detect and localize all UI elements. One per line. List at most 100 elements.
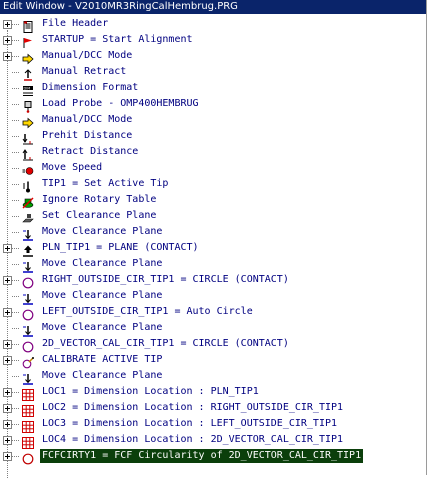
window-title: Edit Window - V2010MR3RingCalHembrug.PRG	[0, 0, 426, 14]
tree-item[interactable]: RIGHT_OUTSIDE_CIR_TIP1 = CIRCLE (CONTACT…	[0, 272, 426, 289]
plane-icon	[22, 242, 34, 257]
tree-item[interactable]: Retract Distance	[0, 144, 426, 161]
tree-item-label: CALIBRATE ACTIVE TIP	[42, 354, 163, 365]
mode-arrow-icon	[22, 114, 34, 129]
tree-item[interactable]: LOC4 = Dimension Location : 2D_VECTOR_CA…	[0, 432, 426, 449]
grid-dimension-icon	[22, 434, 34, 449]
tree-item-label: PLN_TIP1 = PLANE (CONTACT)	[42, 242, 199, 253]
tree-item[interactable]: Load Probe - OMP400HEMBRUG	[0, 96, 426, 113]
tree-branch-line	[12, 104, 19, 105]
tree-item-label: LOC1 = Dimension Location : PLN_TIP1	[42, 386, 259, 397]
tree-branch-line	[12, 328, 19, 329]
expand-plus-icon[interactable]	[3, 356, 12, 365]
document-icon	[22, 18, 34, 33]
circularity-icon	[22, 450, 34, 465]
tree-item[interactable]: Move Clearance Plane	[0, 224, 426, 241]
expand-plus-icon[interactable]	[3, 404, 12, 413]
expand-plus-icon[interactable]	[3, 308, 12, 317]
tree-branch-line	[12, 360, 19, 361]
clearance-plane-icon	[22, 210, 34, 223]
tree-branch-line	[12, 424, 19, 425]
tree-branch-line	[12, 216, 19, 217]
tree-item-label: Manual/DCC Mode	[42, 50, 133, 61]
tree-branch-line	[12, 152, 19, 153]
expand-plus-icon[interactable]	[3, 52, 12, 61]
tree-item-label: Set Clearance Plane	[42, 210, 157, 221]
tree-branch-line	[12, 120, 19, 121]
tree-item[interactable]: PLN_TIP1 = PLANE (CONTACT)	[0, 240, 426, 257]
tree-branch-line	[12, 376, 19, 377]
tree-branch-line	[12, 168, 19, 169]
expand-plus-icon[interactable]	[3, 436, 12, 445]
tree-branch-line	[12, 440, 19, 441]
tree-item-label: LOC3 = Dimension Location : LEFT_OUTSIDE…	[42, 418, 338, 429]
tree-item-label: Move Clearance Plane	[42, 370, 163, 381]
tree-item[interactable]: Move Clearance Plane	[0, 320, 426, 337]
tree-item-label: TIP1 = Set Active Tip	[42, 178, 169, 189]
tree-branch-line	[12, 72, 19, 73]
tree-item-label: Manual/DCC Mode	[42, 114, 133, 125]
calibrate-icon	[22, 354, 34, 369]
tree-branch-line	[12, 280, 19, 281]
grid-dimension-icon	[22, 386, 34, 401]
circle-icon	[22, 306, 34, 321]
tree-item[interactable]: TIP1 = Set Active Tip	[0, 176, 426, 193]
mode-arrow-icon	[22, 50, 34, 65]
tree-item[interactable]: Manual/DCC Mode	[0, 48, 426, 65]
expand-plus-icon[interactable]	[3, 340, 12, 349]
tree-branch-line	[12, 24, 19, 25]
tree-item[interactable]: File Header	[0, 16, 426, 33]
probe-icon	[22, 98, 34, 113]
expand-plus-icon[interactable]	[3, 388, 12, 397]
tree-item[interactable]: Move Speed	[0, 160, 426, 176]
tree-item-label: Retract Distance	[42, 146, 139, 157]
tree-item[interactable]: Ignore Rotary Table	[0, 192, 426, 209]
tree-item[interactable]: LOC2 = Dimension Location : RIGHT_OUTSID…	[0, 400, 426, 417]
tree-item[interactable]: Move Clearance Plane	[0, 256, 426, 273]
move-clearance-icon	[22, 290, 34, 305]
tree-item[interactable]: FCFCIRTY1 = FCF Circularity of 2D_VECTOR…	[0, 448, 426, 465]
tree-branch-line	[12, 56, 19, 57]
tree-branch-line	[12, 296, 19, 297]
circle-icon	[22, 338, 34, 353]
move-clearance-icon	[22, 226, 34, 241]
tree-item[interactable]: LEFT_OUTSIDE_CIR_TIP1 = Auto Circle	[0, 304, 426, 321]
tree-branch-line	[12, 136, 19, 137]
tree-item[interactable]: Set Clearance Plane	[0, 208, 426, 224]
tree-item[interactable]: LOC3 = Dimension Location : LEFT_OUTSIDE…	[0, 416, 426, 433]
move-speed-icon	[22, 162, 34, 175]
tree-item-label: 2D_VECTOR_CAL_CIR_TIP1 = CIRCLE (CONTACT…	[42, 338, 289, 349]
expand-plus-icon[interactable]	[3, 420, 12, 429]
move-clearance-icon	[22, 258, 34, 273]
expand-plus-icon[interactable]	[3, 276, 12, 285]
tree-item-label: Manual Retract	[42, 66, 127, 77]
expand-plus-icon[interactable]	[3, 20, 12, 29]
grid-dimension-icon	[22, 418, 34, 433]
expand-plus-icon[interactable]	[3, 244, 12, 253]
tree-item[interactable]: CALIBRATE ACTIVE TIP	[0, 352, 426, 369]
tree-item[interactable]: Move Clearance Plane	[0, 368, 426, 385]
tree-branch-line	[12, 232, 19, 233]
tree-branch-line	[12, 40, 19, 41]
tree-item[interactable]: LOC1 = Dimension Location : PLN_TIP1	[0, 384, 426, 401]
expand-plus-icon[interactable]	[3, 452, 12, 461]
expand-plus-icon[interactable]	[3, 36, 12, 45]
tree-item[interactable]: Manual/DCC Mode	[0, 112, 426, 129]
svg-text:DIM: DIM	[24, 86, 31, 90]
tree-branch-line	[12, 312, 19, 313]
tree-item[interactable]: Move Clearance Plane	[0, 288, 426, 305]
tree-item-label: Move Clearance Plane	[42, 258, 163, 269]
tree-item-label: STARTUP = Start Alignment	[42, 34, 193, 45]
circle-icon	[22, 274, 34, 289]
move-clearance-icon	[22, 322, 34, 337]
tree-item[interactable]: Manual Retract	[0, 64, 426, 81]
tree-item[interactable]: STARTUP = Start Alignment	[0, 32, 426, 48]
tree-item-label: Move Clearance Plane	[42, 226, 163, 237]
tree-item[interactable]: 2D_VECTOR_CAL_CIR_TIP1 = CIRCLE (CONTACT…	[0, 336, 426, 353]
startup-flag-icon	[22, 34, 34, 48]
tree-item[interactable]: Prehit Distance	[0, 128, 426, 145]
tree-item-label: Move Clearance Plane	[42, 290, 163, 301]
